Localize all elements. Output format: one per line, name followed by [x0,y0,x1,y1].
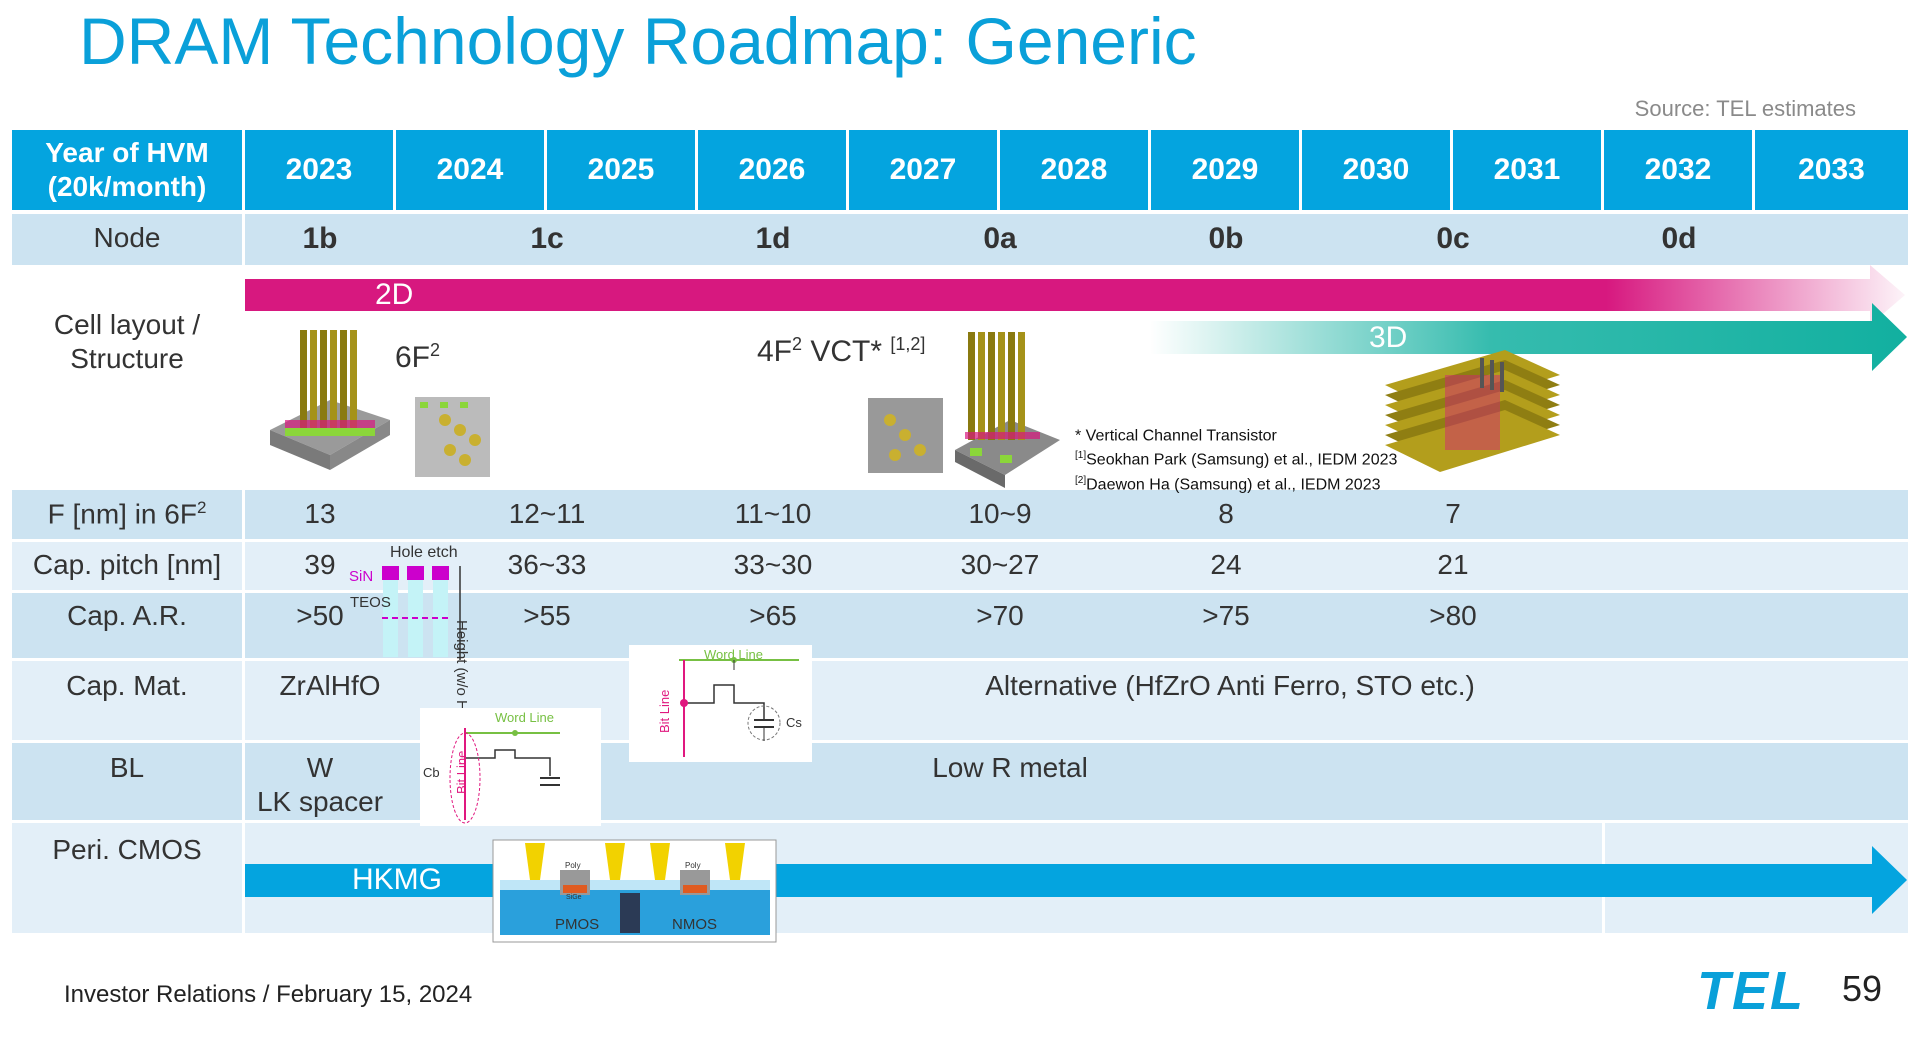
f-value: 13 [304,498,336,529]
label-cap-ar: Cap. A.R. [67,600,187,631]
arrow-3d-label: 3D [1369,321,1408,354]
bl-value: W [306,752,334,783]
f-value: 8 [1218,498,1234,529]
word-line-label: Word Line [495,710,555,725]
header-year: 2032 [1604,130,1755,210]
page-title: DRAM Technology Roadmap: Generic [79,4,1197,78]
node-value: 0a [983,222,1017,255]
bit-line-label: Bit Line [454,750,469,794]
label-4f2-vct: 4F2 VCT* [1,2] [757,334,926,368]
header-year: 2027 [849,130,1000,210]
label-f: F [nm] in 6F2 [47,498,207,530]
word-line-label: Word Line [704,647,764,662]
reference-note: [1]Seokhan Park (Samsung) et al., IEDM 2… [1075,450,1398,469]
header-year: 2026 [698,130,849,210]
row-f [12,490,1908,541]
label-peri-cmos: Peri. CMOS [52,834,202,865]
header-year: 2033 [1755,130,1908,210]
source-note: Source: TEL estimates [1634,96,1856,121]
label-cap-pitch: Cap. pitch [nm] [32,549,222,580]
label-cap-mat: Cap. Mat. [66,670,188,701]
header-year: 2024 [396,130,547,210]
cell-6f2-illustration [270,330,390,470]
poly-label: Poly [565,861,581,870]
label-6f2: 6F2 [395,340,441,374]
ar-value: >55 [523,600,571,631]
tel-logo: TEL [1697,961,1805,1021]
bl-value: Low R metal [932,752,1088,783]
row-cap-mat [12,660,1908,742]
node-value: 0c [1436,222,1470,255]
header-year: 2028 [1000,130,1151,210]
cell-3d-illustration [1385,350,1560,472]
ar-value: >75 [1202,600,1250,631]
header-year: 2025 [547,130,698,210]
ar-value: >70 [976,600,1024,631]
header-year: 2023 [245,130,396,210]
f-value: 12~11 [508,498,586,529]
header-year: 2029 [1151,130,1302,210]
node-value: 0d [1661,222,1697,255]
pitch-value: 21 [1437,549,1469,580]
hole-etch-title: Hole etch [390,544,458,561]
hole-etch-diagram [382,566,461,660]
ar-value: >65 [749,600,797,631]
node-value: 1b [302,222,338,255]
pmos-label: PMOS [555,916,600,933]
footer-text: Investor Relations / February 15, 2024 [64,981,473,1008]
sige-label: SiGe [566,894,582,901]
reference-note: [2]Daewon Ha (Samsung) et al., IEDM 2023 [1075,474,1381,493]
pitch-value: 36~33 [507,549,587,580]
label-cell-layout: Cell layout /Structure [53,309,201,374]
label-bl: BL [109,752,145,783]
header-year: 2031 [1453,130,1604,210]
row-bl [12,742,1908,822]
cap-mat-value: ZrAlHfO [279,670,381,701]
node-value: 0b [1208,222,1244,255]
poly-label: Poly [685,861,701,870]
pitch-value: 39 [304,549,336,580]
reference-note: * Vertical Channel Transistor [1075,427,1277,445]
arrow-3d [1150,303,1907,371]
circuit-diagram-cs: Word Line Bit Line Cs [629,645,812,762]
bl-value: LK spacer [256,786,384,817]
pitch-value: 30~27 [960,549,1040,580]
row-cap-ar [12,592,1908,660]
teos-label: TEOS [350,594,391,611]
nmos-label: NMOS [672,916,717,933]
f-value: 10~9 [968,498,1032,529]
page-number: 59 [1842,968,1883,1009]
ar-value: >80 [1429,600,1477,631]
cell-vct-illustration [868,332,1060,488]
cell-6f2-topview [415,397,490,477]
node-value: 1c [530,222,564,255]
arrow-2d-label: 2D [375,278,414,311]
arrow-hkmg-label: HKMG [352,863,442,896]
arrow-2d [245,265,1905,325]
row-cap-pitch [12,541,1908,592]
ar-value: >50 [296,600,344,631]
pitch-value: 24 [1210,549,1242,580]
cmos-diagram [492,839,777,943]
f-value: 7 [1445,498,1461,529]
bit-line-label: Bit Line [657,689,672,733]
cb-label: Cb [423,765,440,780]
label-node: Node [93,222,161,253]
f-value: 11~10 [734,498,812,529]
circuit-diagram-cb: Word Line Bit Line Cb [420,708,601,826]
header-year-of-hvm: Year of HVM(20k/month) [12,130,245,210]
header-year: 2030 [1302,130,1453,210]
node-value: 1d [755,222,791,255]
cap-mat-value: Alternative (HfZrO Anti Ferro, STO etc.) [985,670,1475,701]
pitch-value: 33~30 [733,549,813,580]
row-node [12,214,1908,265]
cs-label: Cs [786,715,802,730]
sin-label: SiN [349,568,374,585]
reference-notes: * Vertical Channel Transistor [1]Seokhan… [1075,422,1397,495]
